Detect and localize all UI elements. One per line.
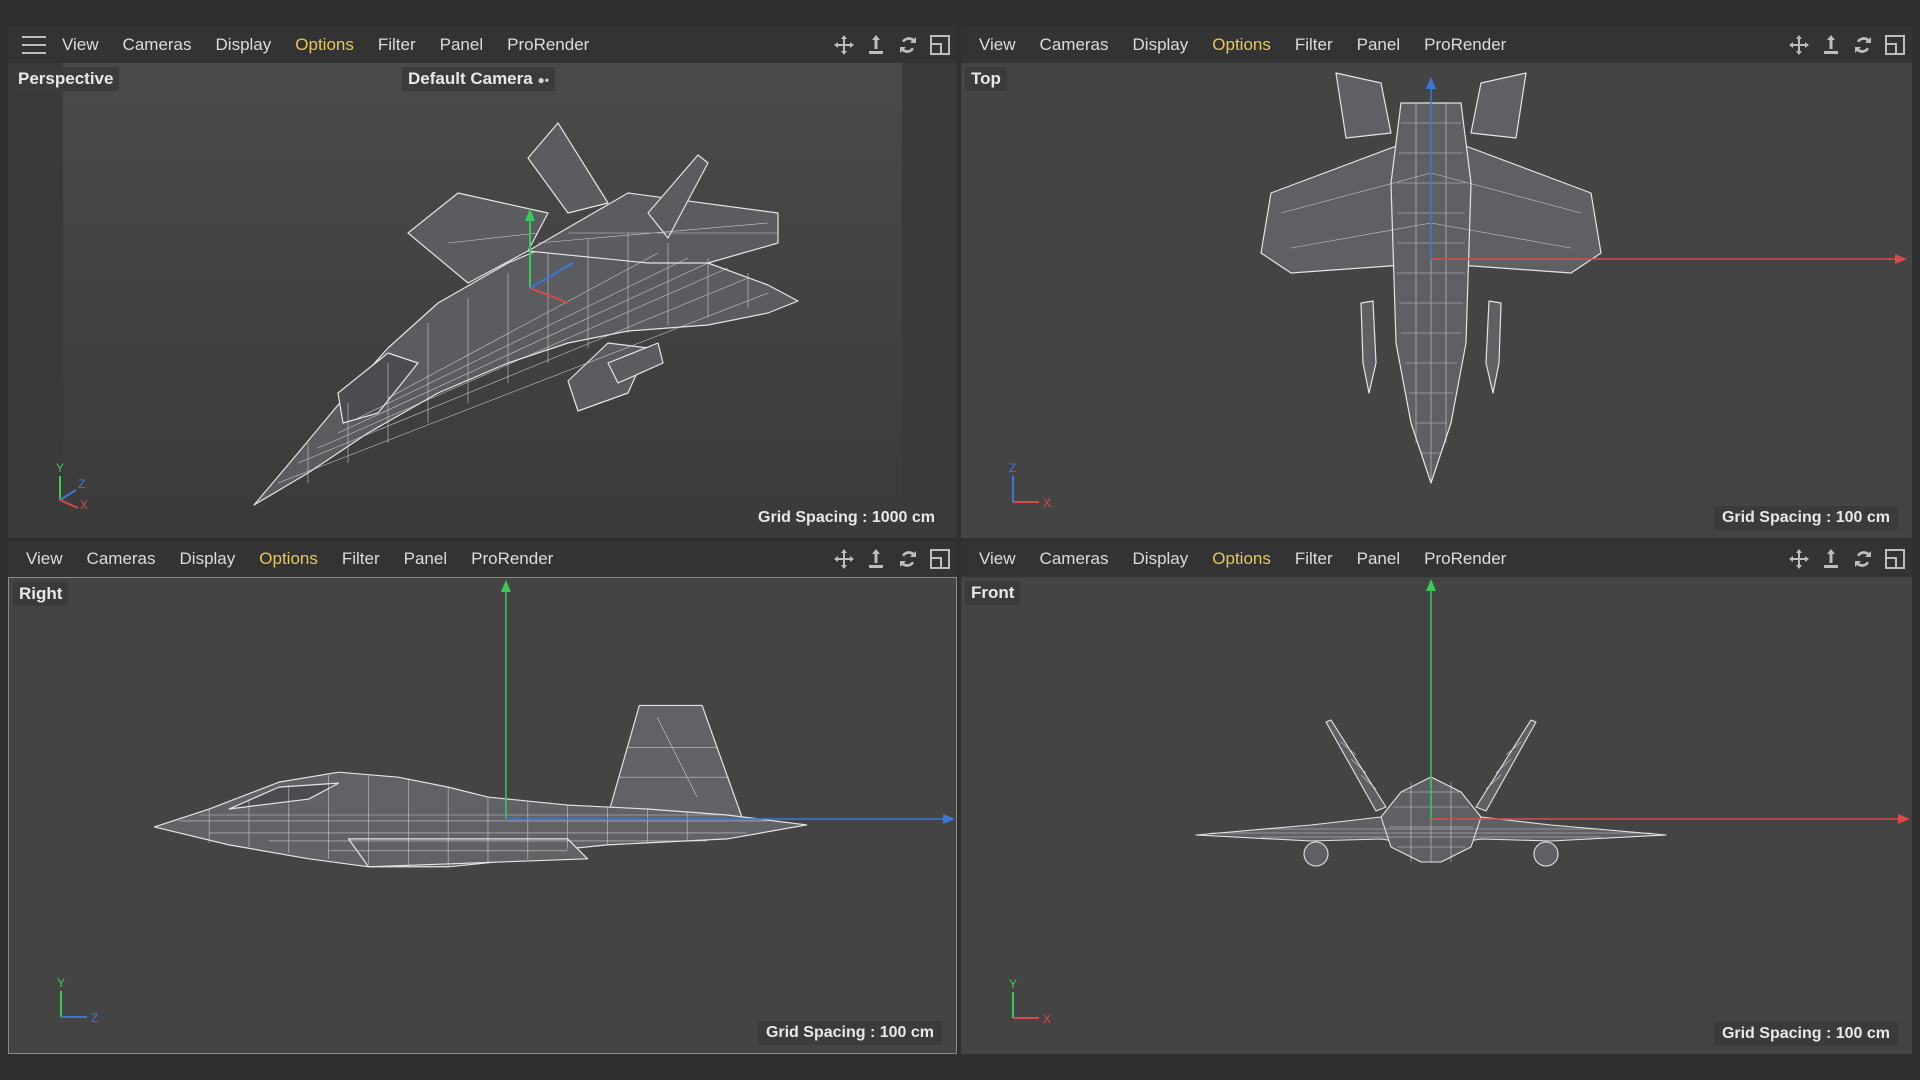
maximize-view-icon[interactable]: [1882, 545, 1908, 573]
menu-cameras[interactable]: Cameras: [86, 549, 156, 568]
menu-filter[interactable]: Filter: [377, 35, 416, 54]
viewport-menu: View Cameras Display Options Filter Pane…: [14, 541, 565, 577]
viewport-right[interactable]: View Cameras Display Options Filter Pane…: [8, 541, 957, 1054]
camera-label[interactable]: Default Camera ●•: [402, 67, 555, 91]
viewport-menu: View Cameras Display Options Filter Pane…: [967, 27, 1518, 63]
zoom-view-icon[interactable]: [863, 545, 889, 573]
zoom-view-icon[interactable]: [1818, 545, 1844, 573]
viewport-menubar: View Cameras Display Options Filter Pane…: [961, 27, 1912, 63]
menu-filter[interactable]: Filter: [1294, 35, 1333, 54]
axis-gizmo: Y X: [1003, 976, 1063, 1026]
menu-view[interactable]: View: [979, 549, 1016, 568]
menu-display[interactable]: Display: [179, 549, 236, 568]
menu-prorender[interactable]: ProRender: [1424, 35, 1507, 54]
aircraft-wireframe-front[interactable]: [961, 577, 1912, 1054]
menu-view[interactable]: View: [979, 35, 1016, 54]
menu-options[interactable]: Options: [1212, 35, 1271, 54]
view-nav-icons: [831, 31, 953, 59]
menu-view[interactable]: View: [26, 549, 63, 568]
menu-prorender[interactable]: ProRender: [507, 35, 590, 54]
viewport-menubar: View Cameras Display Options Filter Pane…: [8, 27, 957, 63]
menu-filter[interactable]: Filter: [1294, 549, 1333, 568]
safe-frame-left: [8, 63, 63, 538]
viewport-canvas[interactable]: Default Camera ●• Perspective Grid Spaci…: [8, 63, 957, 538]
rotate-view-icon[interactable]: [895, 31, 921, 59]
grid-spacing-label: Grid Spacing : 100 cm: [1713, 1022, 1898, 1046]
view-label-top: Top: [965, 67, 1007, 91]
viewport-menubar: View Cameras Display Options Filter Pane…: [8, 541, 957, 577]
rotate-view-icon[interactable]: [1850, 31, 1876, 59]
maximize-view-icon[interactable]: [1882, 31, 1908, 59]
menu-view[interactable]: View: [62, 35, 99, 54]
gizmo-axis-z: Z: [78, 477, 85, 491]
menu-panel[interactable]: Panel: [403, 549, 448, 568]
menu-display[interactable]: Display: [1132, 35, 1189, 54]
menu-panel[interactable]: Panel: [439, 35, 484, 54]
menu-options[interactable]: Options: [259, 549, 318, 568]
menu-display[interactable]: Display: [215, 35, 272, 54]
move-view-icon[interactable]: [831, 31, 857, 59]
hamburger-menu-icon[interactable]: [22, 36, 46, 54]
axis-gizmo: Y Z X: [50, 460, 110, 512]
view-label-front: Front: [965, 581, 1021, 605]
axis-gizmo: Z X: [1003, 460, 1063, 510]
maximize-view-icon[interactable]: [927, 31, 953, 59]
view-nav-icons: [1786, 545, 1908, 573]
view-nav-icons: [1786, 31, 1908, 59]
gizmo-axis-y: Y: [1009, 977, 1017, 991]
menu-filter[interactable]: Filter: [341, 549, 380, 568]
viewport-menubar: View Cameras Display Options Filter Pane…: [961, 541, 1912, 577]
grid-spacing-label: Grid Spacing : 100 cm: [1713, 506, 1898, 530]
camera-name: Default Camera: [408, 69, 533, 88]
viewport-canvas[interactable]: Top Grid Spacing : 100 cm Z X: [961, 63, 1912, 538]
grid-spacing-label: Grid Spacing : 1000 cm: [750, 506, 943, 530]
viewport-perspective[interactable]: View Cameras Display Options Filter Pane…: [8, 27, 957, 538]
menu-options[interactable]: Options: [295, 35, 354, 54]
menu-cameras[interactable]: Cameras: [1039, 35, 1109, 54]
maximize-view-icon[interactable]: [927, 545, 953, 573]
menu-cameras[interactable]: Cameras: [1039, 549, 1109, 568]
view-label-perspective: Perspective: [12, 67, 120, 91]
view-nav-icons: [831, 545, 953, 573]
gizmo-axis-x: X: [1043, 1012, 1051, 1026]
menu-cameras[interactable]: Cameras: [122, 35, 192, 54]
gizmo-axis-z: Z: [91, 1011, 98, 1025]
move-view-icon[interactable]: [1786, 31, 1812, 59]
gizmo-axis-y: Y: [56, 461, 64, 475]
move-view-icon[interactable]: [1786, 545, 1812, 573]
gizmo-axis-x: X: [1043, 496, 1051, 510]
zoom-view-icon[interactable]: [1818, 31, 1844, 59]
view-label-right: Right: [13, 582, 69, 606]
aircraft-wireframe-side[interactable]: [9, 578, 956, 1053]
safe-frame-right: [902, 63, 957, 538]
menu-panel[interactable]: Panel: [1356, 549, 1401, 568]
menu-panel[interactable]: Panel: [1356, 35, 1401, 54]
aircraft-wireframe-perspective[interactable]: [8, 63, 957, 538]
viewport-menu: View Cameras Display Options Filter Pane…: [50, 27, 601, 63]
menu-options[interactable]: Options: [1212, 549, 1271, 568]
grid-spacing-label: Grid Spacing : 100 cm: [757, 1021, 942, 1045]
rotate-view-icon[interactable]: [895, 545, 921, 573]
viewport-top[interactable]: View Cameras Display Options Filter Pane…: [961, 27, 1912, 538]
axis-gizmo: Y Z: [51, 975, 111, 1025]
camera-icon: ●•: [537, 73, 549, 87]
menu-display[interactable]: Display: [1132, 549, 1189, 568]
gizmo-axis-z: Z: [1009, 461, 1016, 475]
move-view-icon[interactable]: [831, 545, 857, 573]
aircraft-wireframe-top[interactable]: [961, 63, 1912, 538]
menu-prorender[interactable]: ProRender: [1424, 549, 1507, 568]
zoom-view-icon[interactable]: [863, 31, 889, 59]
gizmo-axis-x: X: [80, 498, 88, 510]
viewport-menu: View Cameras Display Options Filter Pane…: [967, 541, 1518, 577]
gizmo-axis-y: Y: [57, 976, 65, 990]
menu-prorender[interactable]: ProRender: [471, 549, 554, 568]
viewport-canvas[interactable]: Front Grid Spacing : 100 cm Y X: [961, 577, 1912, 1054]
rotate-view-icon[interactable]: [1850, 545, 1876, 573]
viewport-front[interactable]: View Cameras Display Options Filter Pane…: [961, 541, 1912, 1054]
viewport-canvas[interactable]: Right Grid Spacing : 100 cm Y Z: [8, 577, 957, 1054]
